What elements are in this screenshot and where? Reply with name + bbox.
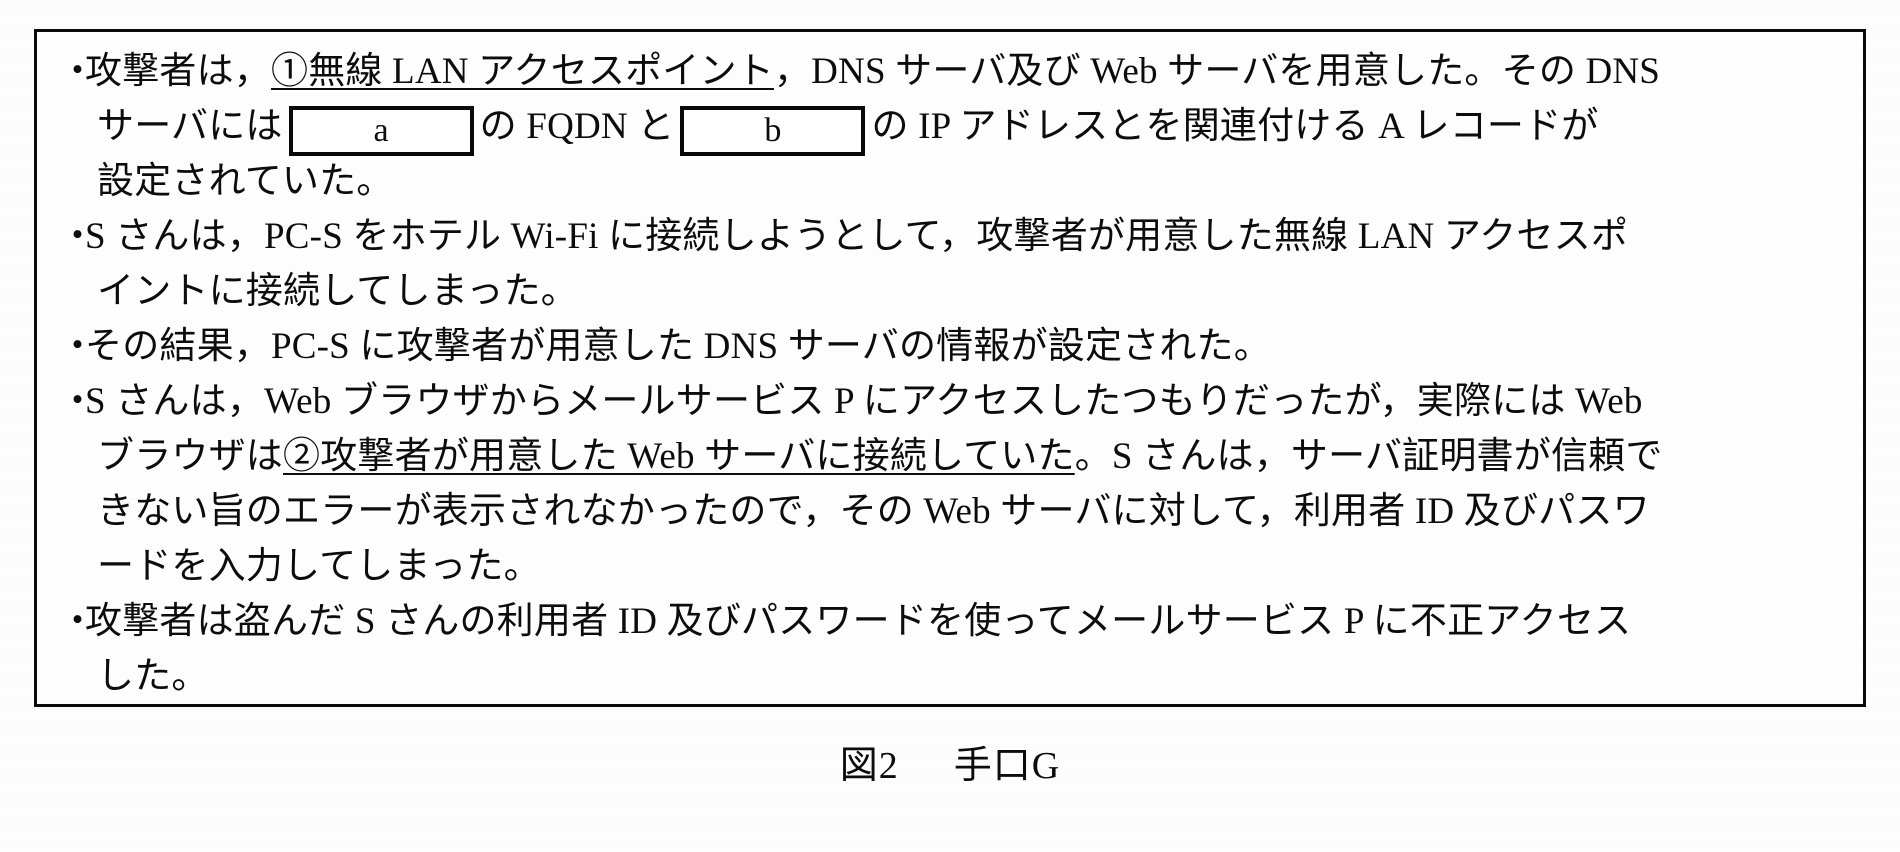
body-text: ，DNS サーバ及び Web サーバを用意した。その DNS xyxy=(773,51,1661,92)
bullet-item: ・S さんは，Web ブラウザからメールサービス P にアクセスしたつもりだった… xyxy=(59,374,1847,594)
text-line: イントに接続してしまった。 xyxy=(59,264,1847,319)
text-line: ・攻撃者は，①無線 LAN アクセスポイント，DNS サーバ及び Web サーバ… xyxy=(59,44,1847,99)
body-text: の FQDN と xyxy=(479,106,675,147)
figure-text-block: ・攻撃者は，①無線 LAN アクセスポイント，DNS サーバ及び Web サーバ… xyxy=(59,44,1847,704)
bullet-item: ・攻撃者は盗んだ S さんの利用者 ID 及びパスワードを使ってメールサービス … xyxy=(59,594,1847,704)
bullet-marker: ・ xyxy=(59,381,97,422)
text-line: 設定されていた。 xyxy=(59,154,1847,209)
bullet-marker: ・ xyxy=(59,601,97,642)
text-line: ・攻撃者は盗んだ S さんの利用者 ID 及びパスワードを使ってメールサービス … xyxy=(59,594,1847,649)
body-text: ードを入力してしまった。 xyxy=(97,546,541,587)
bullet-marker: ・ xyxy=(59,216,97,257)
body-text: S さんは，Web ブラウザからメールサービス P にアクセスしたつもりだったが… xyxy=(85,381,1643,422)
bullet-marker: ・ xyxy=(59,326,97,367)
body-text: イントに接続してしまった。 xyxy=(97,271,579,312)
body-text: した。 xyxy=(97,656,209,697)
underlined-text: ②攻撃者が用意した Web サーバに接続していた xyxy=(283,436,1075,477)
body-text: S さんは，PC-S をホテル Wi-Fi に接続しようとして，攻撃者が用意した… xyxy=(85,216,1629,257)
text-line: きない旨のエラーが表示されなかったので，その Web サーバに対して，利用者 I… xyxy=(59,484,1847,539)
bullet-item: ・S さんは，PC-S をホテル Wi-Fi に接続しようとして，攻撃者が用意し… xyxy=(59,209,1847,319)
bullet-item: ・その結果，PC-S に攻撃者が用意した DNS サーバの情報が設定された。 xyxy=(59,319,1847,374)
underlined-text: ①無線 LAN アクセスポイント xyxy=(271,51,774,92)
body-text: 攻撃者は， xyxy=(85,51,271,92)
answer-blank-b[interactable]: b xyxy=(680,106,866,156)
body-text: サーバには xyxy=(97,106,283,147)
answer-blank-a[interactable]: a xyxy=(288,106,474,156)
body-text: 。S さんは，サーバ証明書が信頼で xyxy=(1074,436,1663,477)
body-text: 攻撃者は盗んだ S さんの利用者 ID 及びパスワードを使ってメールサービス P… xyxy=(85,601,1632,642)
body-text: その結果，PC-S に攻撃者が用意した DNS サーバの情報が設定された。 xyxy=(85,326,1271,367)
body-text: きない旨のエラーが表示されなかったので，その Web サーバに対して，利用者 I… xyxy=(97,491,1650,532)
figure-caption-label: 図2 xyxy=(839,745,899,787)
body-text: の IP アドレスとを関連付ける A レコードが xyxy=(871,106,1599,147)
text-line: ードを入力してしまった。 xyxy=(59,539,1847,594)
body-text: 設定されていた。 xyxy=(97,161,394,202)
text-line: した。 xyxy=(59,649,1847,704)
figure-caption: 図2 手口G xyxy=(0,740,1900,792)
bullet-item: ・攻撃者は，①無線 LAN アクセスポイント，DNS サーバ及び Web サーバ… xyxy=(59,44,1847,209)
text-line: ・S さんは，Web ブラウザからメールサービス P にアクセスしたつもりだった… xyxy=(59,374,1847,429)
text-line: ・S さんは，PC-S をホテル Wi-Fi に接続しようとして，攻撃者が用意し… xyxy=(59,209,1847,264)
figure-body-box: ・攻撃者は，①無線 LAN アクセスポイント，DNS サーバ及び Web サーバ… xyxy=(34,29,1866,707)
text-line: ・その結果，PC-S に攻撃者が用意した DNS サーバの情報が設定された。 xyxy=(59,319,1847,374)
figure-caption-title: 手口G xyxy=(953,745,1061,787)
bullet-marker: ・ xyxy=(59,51,97,92)
body-text: ブラウザは xyxy=(97,436,283,477)
